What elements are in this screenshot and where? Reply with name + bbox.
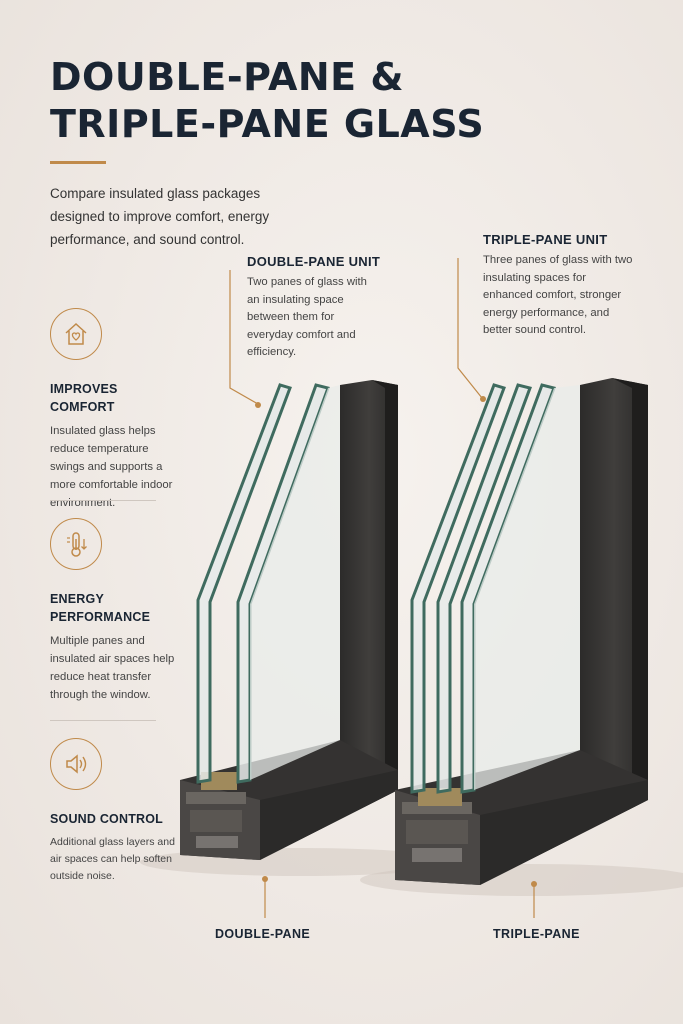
feature-energy: ENERGY PERFORMANCE Multiple panes and in… bbox=[50, 518, 180, 704]
double-pane-bottom-label: DOUBLE-PANE bbox=[215, 927, 311, 941]
speaker-icon bbox=[50, 738, 102, 790]
triple-spacer bbox=[418, 788, 462, 806]
feature-sound-text: Additional glass layers and air spaces c… bbox=[50, 836, 175, 882]
feature-sound: SOUND CONTROL Additional glass layers an… bbox=[50, 738, 180, 885]
triple-pane-illustration bbox=[395, 378, 648, 885]
house-heart-icon bbox=[50, 308, 102, 360]
double-pane-illustration bbox=[180, 380, 398, 860]
feature-comfort: IMPROVES COMFORT Insulated glass helps r… bbox=[50, 308, 180, 512]
feature-comfort-title: IMPROVES COMFORT bbox=[50, 382, 118, 414]
double-unit-label: DOUBLE-PANE UNIT bbox=[247, 254, 381, 269]
double-callout-line bbox=[229, 270, 259, 405]
feature-energy-title: ENERGY PERFORMANCE bbox=[50, 592, 151, 624]
page-title: DOUBLE-PANE & TRIPLE-PANE GLASS bbox=[50, 54, 484, 148]
double-unit-description: Two panes of glass with an insulating sp… bbox=[247, 276, 367, 358]
feature-energy-text: Multiple panes and insulated air spaces … bbox=[50, 635, 175, 701]
divider bbox=[50, 500, 156, 501]
triple-pane-bottom-label: TRIPLE-PANE bbox=[493, 927, 580, 941]
triple-unit-description: Three panes of glass with two insulating… bbox=[483, 254, 633, 336]
intro-text: Compare insulated glass packages designe… bbox=[50, 186, 270, 247]
feature-sound-title: SOUND CONTROL bbox=[50, 812, 164, 826]
divider bbox=[50, 720, 156, 721]
triple-callout-line bbox=[457, 258, 483, 399]
triple-unit-label: TRIPLE-PANE UNIT bbox=[483, 232, 608, 247]
feature-comfort-text: Insulated glass helps reduce temperature… bbox=[50, 425, 173, 509]
title-accent-rule bbox=[50, 161, 106, 164]
thermometer-icon bbox=[50, 518, 102, 570]
title-line-2: TRIPLE-PANE GLASS bbox=[50, 102, 485, 146]
title-line-1: DOUBLE-PANE & bbox=[50, 55, 405, 99]
